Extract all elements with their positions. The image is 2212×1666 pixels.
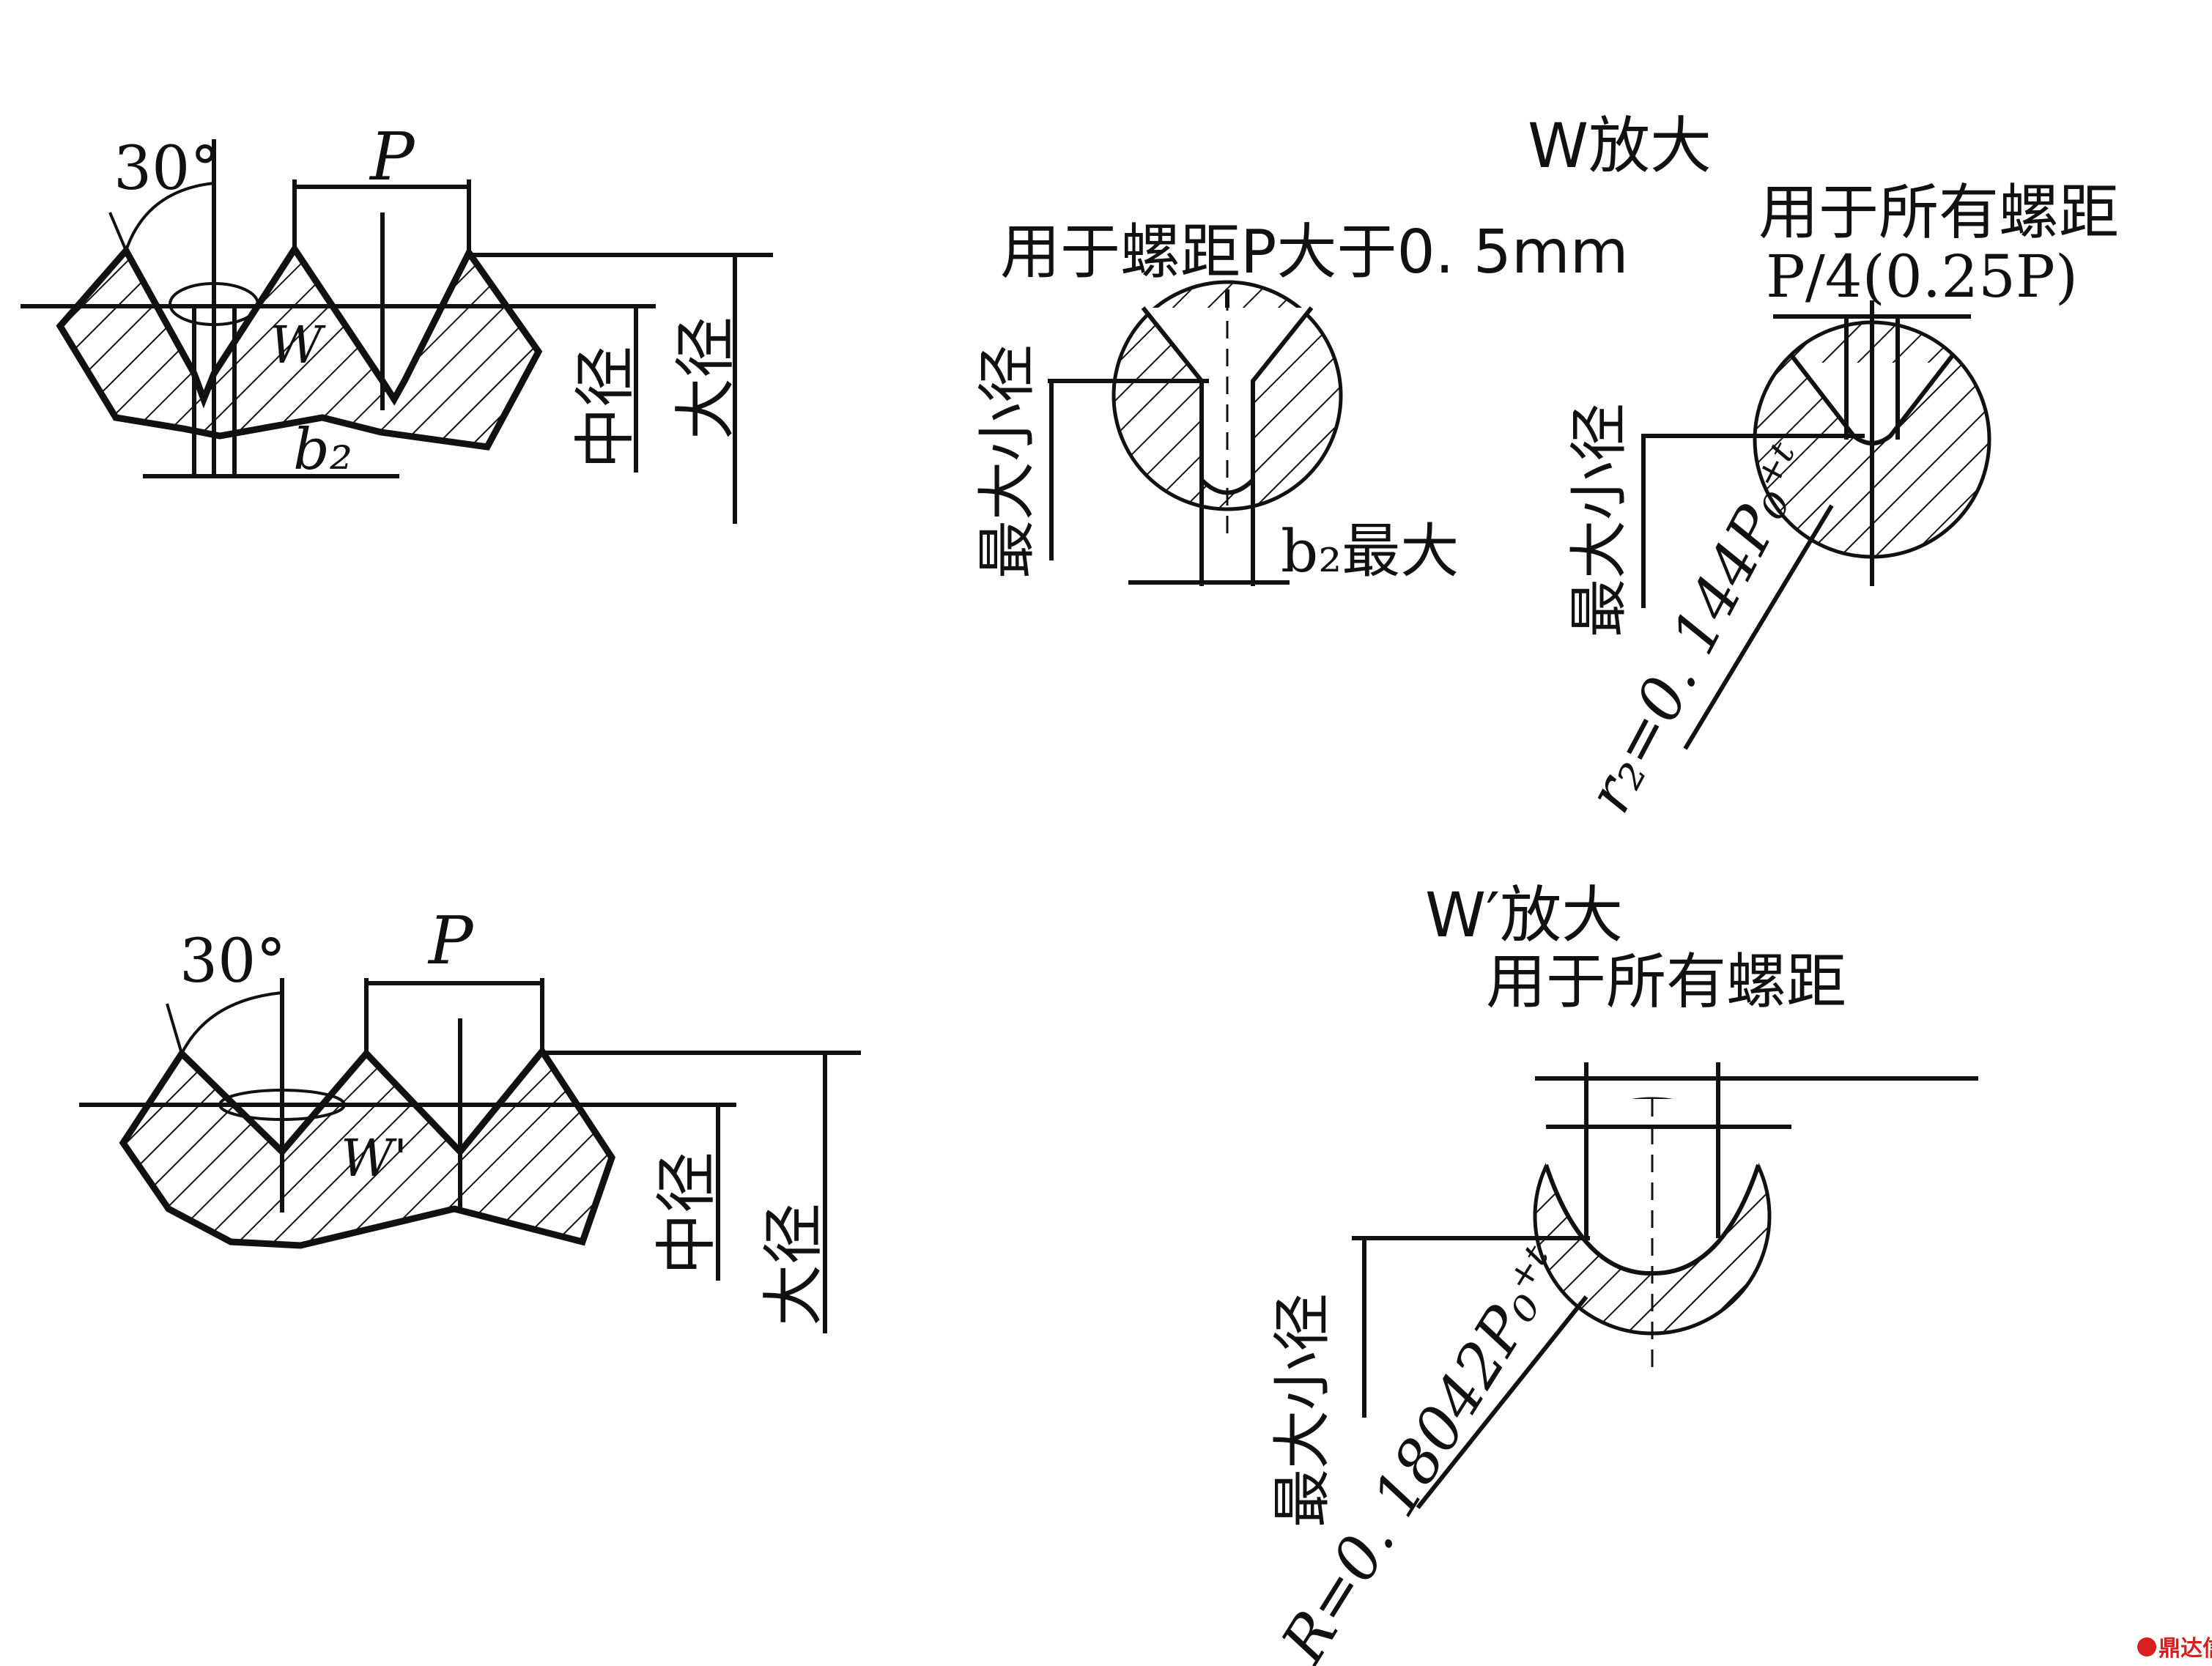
watermark-logo-icon [2137,1637,2156,1656]
pitch-dia-label-2: 中径 [651,1152,722,1275]
pitch-dia-label: 中径 [569,346,641,469]
major-dia-label: 大径 [670,316,741,440]
detail-w-prime-label: W' [341,1128,407,1188]
note-all-pitches-2: 用于所有螺距 [1486,947,1846,1017]
w-prime-enlarged-title: W′放大 [1425,879,1623,951]
minor-max-label-1: 最大小径 [973,344,1041,579]
r2-leader [1683,504,1834,750]
watermark-text: 鼎达信 [2159,1636,2212,1662]
angle-arc-2 [180,991,283,1054]
thread-profile-w: 30° P W b₂ 中径 大径 [21,119,773,524]
pitch-label: P [369,119,415,196]
groove-gap-1 [1143,308,1312,493]
minor-max-label-3: 最大小径 [1268,1293,1336,1528]
radius-leader [1416,1295,1588,1509]
thread-profile-w-prime: 30° P W' 中径 大径 [79,903,861,1333]
b2-label: b₂ [293,417,352,483]
detail-w-label: W [270,315,326,375]
note-pitch-gt-05: 用于螺距P大于0. 5mm [1000,218,1629,287]
minor-max-label-2: 最大小径 [1565,403,1633,637]
w-prime-enlarged: W′放大 用于所有螺距 最大小径 R=0. 18042P₀⁺ᵗ [1268,879,1978,1666]
w-enlarged: W放大 用于螺距P大于0. 5mm 用于所有螺距 P/4(0.25P) 最大小径… [973,110,2119,823]
angle-ext-2 [166,1003,183,1054]
w-enlarged-title: W放大 [1528,110,1712,182]
angle-label: 30° [114,134,220,204]
note-all-pitches: 用于所有螺距 [1758,178,2119,248]
b2-max-label: b₂最大 [1281,517,1459,585]
pitch-label-2: P [427,903,474,980]
major-dia-label-2: 大径 [758,1203,829,1326]
angle-label-2: 30° [180,927,286,996]
angle-arc [125,182,215,251]
watermark: 鼎达信 [2137,1636,2212,1662]
quarter-pitch-label: P/4(0.25P) [1766,243,2078,311]
angle-ext [108,212,127,251]
